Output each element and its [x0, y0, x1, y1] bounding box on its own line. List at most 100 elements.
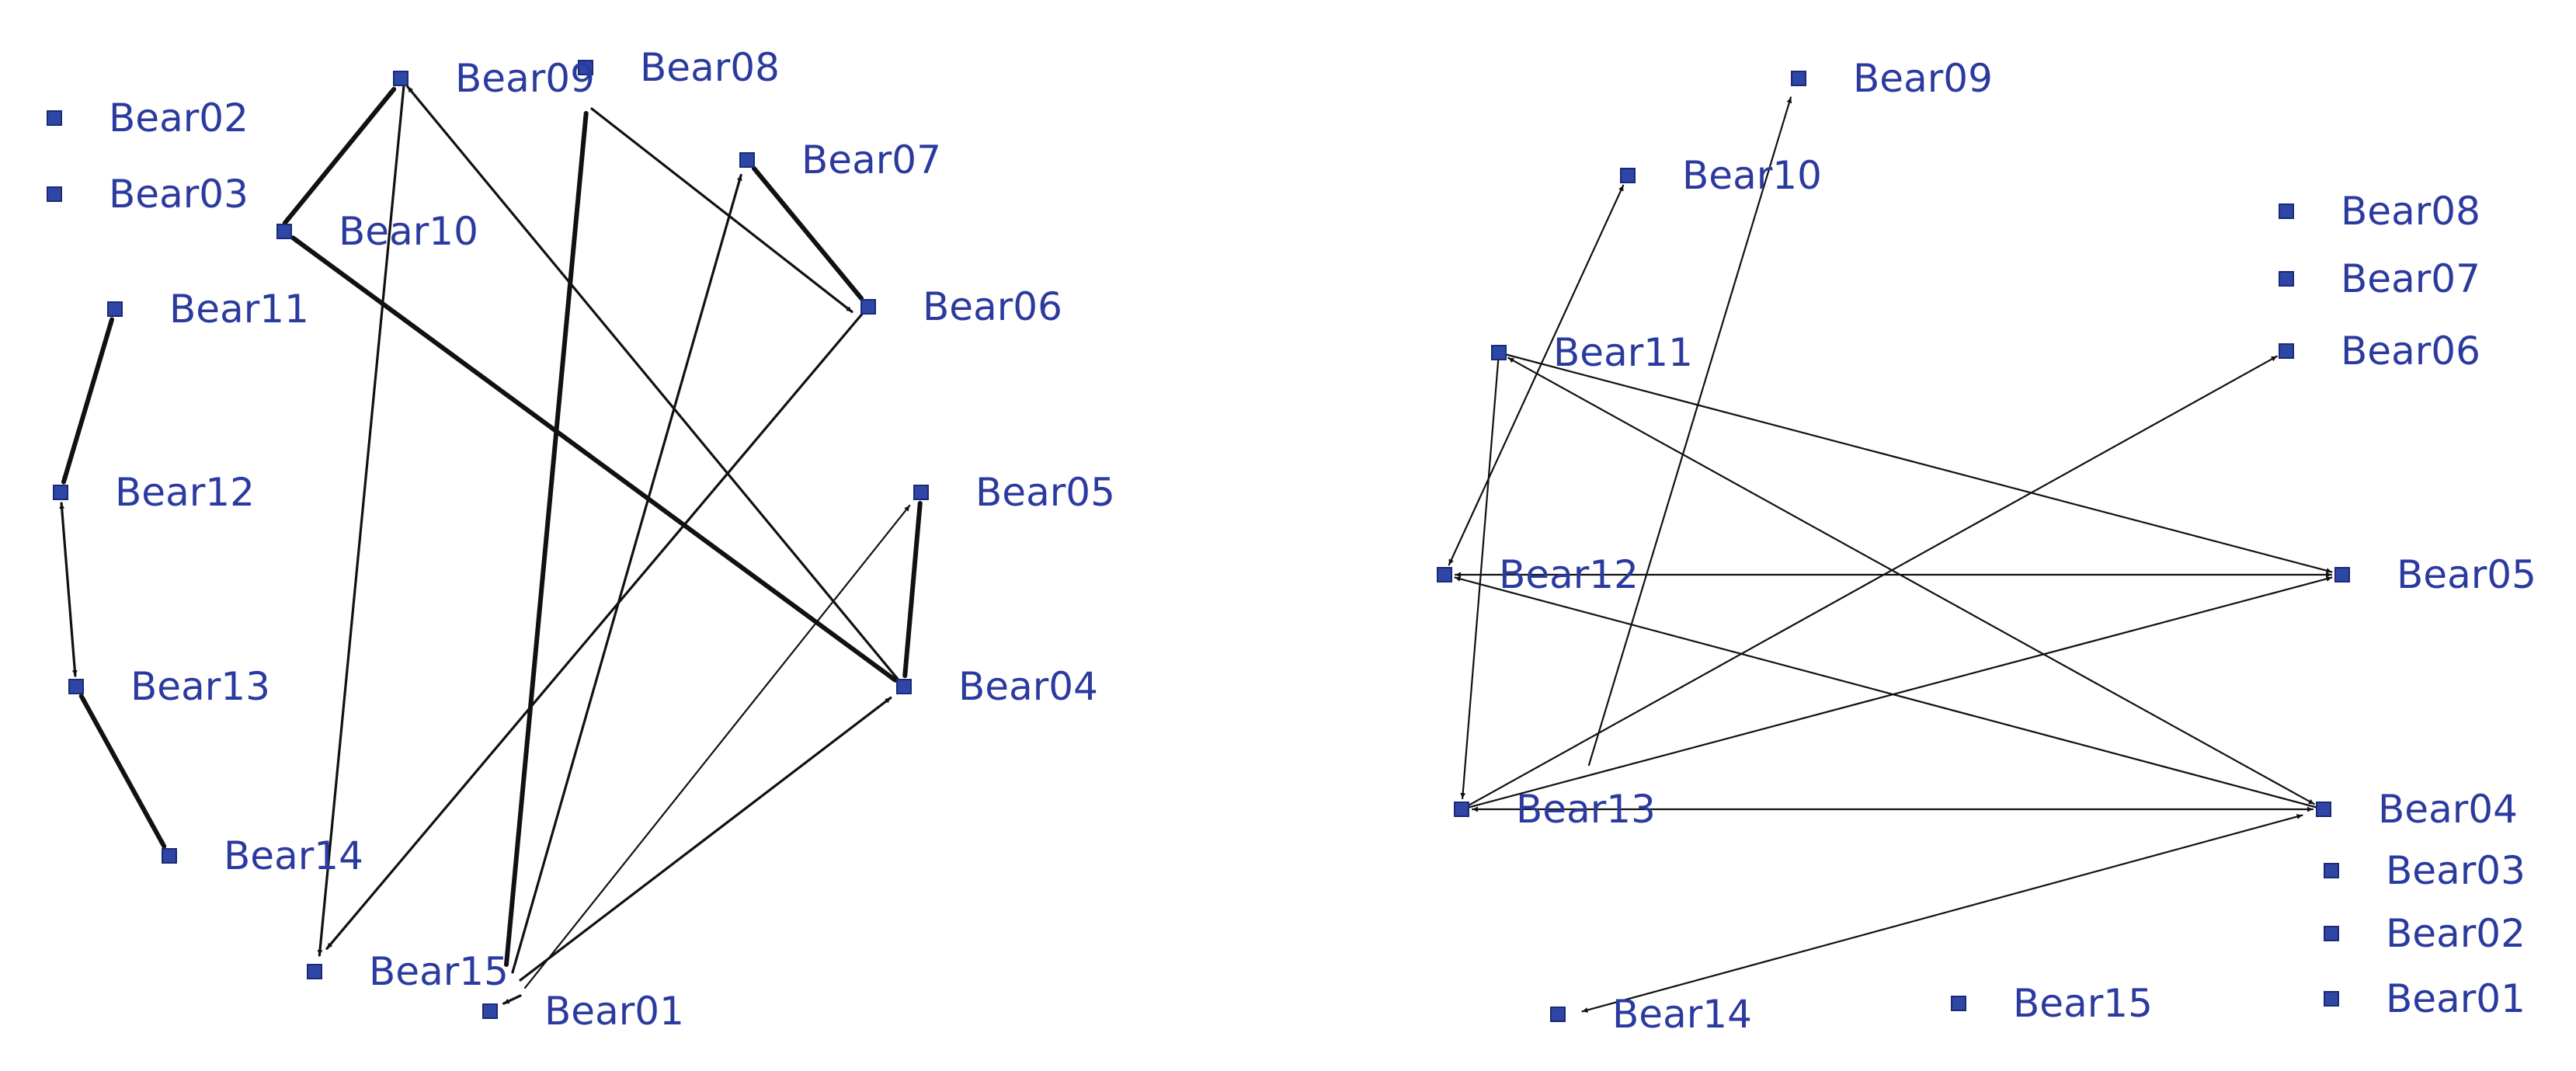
node-label: Bear04: [958, 664, 1098, 709]
node-marker[interactable]: [53, 485, 68, 500]
edge-bear13-bear05: [1460, 576, 2333, 811]
node-bear11[interactable]: Bear11: [107, 287, 309, 332]
node-marker[interactable]: [913, 485, 929, 500]
node-marker[interactable]: [1791, 71, 1806, 86]
node-label: Bear04: [2378, 787, 2518, 832]
node-label: Bear10: [339, 209, 478, 254]
edge-bear15-bear05: [523, 504, 911, 989]
node-bear09[interactable]: Bear09: [393, 56, 595, 101]
node-marker[interactable]: [1951, 996, 1966, 1011]
node-bear07[interactable]: Bear07: [739, 137, 941, 183]
edge-bear05-bear04: [902, 500, 923, 679]
node-marker[interactable]: [2279, 271, 2294, 287]
node-bear11[interactable]: Bear11: [1491, 330, 1693, 375]
node-bear04[interactable]: Bear04: [2316, 787, 2518, 832]
node-bear04[interactable]: Bear04: [896, 664, 1098, 709]
node-label: Bear12: [1499, 552, 1639, 597]
node-bear05[interactable]: Bear05: [913, 470, 1115, 515]
node-label: Bear01: [544, 989, 684, 1034]
node-bear13[interactable]: Bear13: [1454, 787, 1656, 832]
node-bear08[interactable]: Bear08: [2279, 189, 2480, 234]
node-bear07[interactable]: Bear07: [2279, 256, 2480, 301]
node-bear01[interactable]: Bear01: [2324, 976, 2526, 1021]
node-marker[interactable]: [2324, 926, 2339, 941]
node-bear08[interactable]: Bear08: [578, 45, 780, 90]
node-marker[interactable]: [2334, 567, 2350, 582]
node-marker[interactable]: [1550, 1007, 1566, 1022]
node-marker[interactable]: [276, 224, 292, 239]
node-marker[interactable]: [2324, 863, 2339, 878]
node-label: Bear12: [115, 470, 255, 515]
node-marker[interactable]: [2324, 991, 2339, 1007]
node-bear05[interactable]: Bear05: [2334, 552, 2536, 597]
right-network-diagram: Bear01Bear02Bear03Bear04Bear05Bear06Bear…: [1437, 56, 2536, 1037]
node-marker[interactable]: [1437, 567, 1452, 582]
node-marker[interactable]: [2316, 802, 2331, 817]
node-bear14[interactable]: Bear14: [162, 833, 363, 878]
node-bear06[interactable]: Bear06: [860, 284, 1062, 329]
node-bear10[interactable]: Bear10: [1620, 153, 1822, 198]
node-label: Bear13: [1516, 787, 1656, 832]
node-label: Bear14: [1612, 992, 1752, 1037]
node-marker[interactable]: [578, 60, 593, 75]
node-marker[interactable]: [162, 848, 177, 864]
node-marker[interactable]: [739, 152, 755, 168]
node-marker[interactable]: [482, 1003, 498, 1019]
node-bear15[interactable]: Bear15: [307, 949, 509, 994]
node-marker[interactable]: [1620, 168, 1636, 183]
node-label: Bear11: [1553, 330, 1693, 375]
node-bear13[interactable]: Bear13: [68, 664, 270, 709]
node-marker[interactable]: [1491, 345, 1507, 360]
edge-bear10-bear04: [290, 235, 898, 683]
edge-bear15-bear01: [502, 994, 522, 1005]
node-marker[interactable]: [107, 301, 123, 317]
node-label: Bear07: [2341, 256, 2480, 301]
node-label: Bear06: [2341, 329, 2480, 374]
edge-bear04-bear09: [406, 85, 906, 688]
node-marker[interactable]: [1454, 802, 1469, 817]
node-bear06[interactable]: Bear06: [2279, 329, 2480, 374]
node-marker[interactable]: [2279, 343, 2294, 359]
node-bear01[interactable]: Bear01: [482, 989, 684, 1034]
node-marker[interactable]: [896, 679, 912, 694]
node-bear15[interactable]: Bear15: [1951, 981, 2153, 1026]
node-marker[interactable]: [2279, 203, 2294, 219]
edge-bear15-bear04: [519, 696, 892, 982]
node-marker[interactable]: [47, 110, 62, 126]
node-bear03[interactable]: Bear03: [2324, 848, 2526, 893]
edge-bear06-bear14: [325, 311, 865, 950]
node-marker[interactable]: [68, 679, 84, 694]
node-label: Bear03: [109, 172, 249, 217]
node-bear12[interactable]: Bear12: [1437, 552, 1639, 597]
node-label: Bear10: [1682, 153, 1822, 198]
node-label: Bear05: [975, 470, 1115, 515]
node-label: Bear06: [923, 284, 1062, 329]
edge-bear09-bear14: [317, 84, 405, 957]
left-network-edges: [59, 84, 923, 1005]
node-bear02[interactable]: Bear02: [47, 96, 249, 141]
node-marker[interactable]: [47, 186, 62, 202]
edge-bear12-bear13: [59, 502, 78, 677]
right-network-nodes: Bear01Bear02Bear03Bear04Bear05Bear06Bear…: [1437, 56, 2536, 1037]
node-marker[interactable]: [393, 71, 408, 86]
node-marker[interactable]: [307, 964, 322, 979]
node-bear14[interactable]: Bear14: [1550, 992, 1752, 1037]
node-label: Bear02: [2386, 911, 2526, 956]
left-network-nodes: Bear01Bear02Bear03Bear04Bear05Bear06Bear…: [47, 45, 1115, 1034]
edge-bear15-bear07: [511, 173, 742, 974]
node-label: Bear03: [2386, 848, 2526, 893]
node-bear10[interactable]: Bear10: [276, 209, 478, 254]
node-bear02[interactable]: Bear02: [2324, 911, 2526, 956]
node-bear09[interactable]: Bear09: [1791, 56, 1993, 101]
edge-bear04-bear14: [1581, 814, 2303, 1013]
node-label: Bear13: [130, 664, 270, 709]
node-bear03[interactable]: Bear03: [47, 172, 249, 217]
node-label: Bear15: [2013, 981, 2153, 1026]
node-label: Bear05: [2397, 552, 2536, 597]
node-marker[interactable]: [860, 299, 876, 315]
edge-bear12-bear10: [1448, 184, 1625, 566]
node-bear12[interactable]: Bear12: [53, 470, 255, 515]
node-label: Bear08: [640, 45, 780, 90]
left-network-diagram: Bear01Bear02Bear03Bear04Bear05Bear06Bear…: [47, 45, 1115, 1034]
